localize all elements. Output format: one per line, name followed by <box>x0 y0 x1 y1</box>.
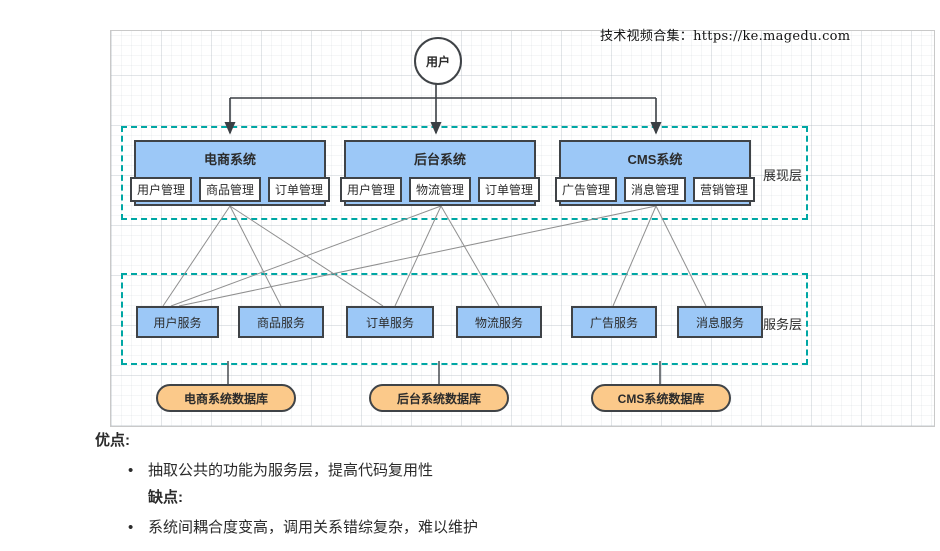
module-box: 用户管理 <box>129 177 192 202</box>
cons-item: • 系统间耦合度变高，调用关系错综复杂，难以维护 <box>128 517 940 539</box>
pros-item: • 抽取公共的功能为服务层，提高代码复用性 <box>128 460 940 482</box>
service-box-message: 消息服务 <box>677 306 763 338</box>
service-box-user: 用户服务 <box>136 306 219 338</box>
watermark-text: 技术视频合集：https://ke.magedu.com <box>600 29 851 44</box>
service-layer-frame <box>121 273 808 365</box>
service-box-product: 商品服务 <box>238 306 324 338</box>
architecture-diagram: 用户 展现层 电商系统 用户管理 商品管理 订单管理 后台系统 用户管理 物流管… <box>110 30 935 427</box>
system-box-backend: 后台系统 用户管理 物流管理 订单管理 <box>339 140 541 206</box>
presentation-layer-label: 展现层 <box>763 168 803 183</box>
pros-heading: 优点: <box>95 432 130 449</box>
system-service-lines <box>162 205 707 307</box>
database-cms: CMS系统数据库 <box>591 384 731 412</box>
service-box-ad: 广告服务 <box>571 306 657 338</box>
bullet-icon: • <box>128 519 134 536</box>
cons-heading: 缺点: <box>148 489 183 506</box>
system-title: 后台系统 <box>413 152 466 167</box>
system-title: CMS系统 <box>627 152 683 167</box>
module-box: 用户管理 <box>339 177 402 202</box>
bullet-icon: • <box>128 462 134 479</box>
module-box: 物流管理 <box>409 177 472 202</box>
service-box-order: 订单服务 <box>346 306 434 338</box>
system-box-cms: CMS系统 广告管理 消息管理 营销管理 <box>554 140 756 206</box>
pros-item-text: 抽取公共的功能为服务层，提高代码复用性 <box>148 462 434 479</box>
service-layer-label: 服务层 <box>763 317 803 332</box>
database-ecommerce: 电商系统数据库 <box>156 384 296 412</box>
user-node: 用户 <box>414 37 462 85</box>
layer-database-lines <box>227 361 661 384</box>
module-box: 商品管理 <box>199 177 262 202</box>
module-box: 订单管理 <box>268 177 331 202</box>
presentation-layer-frame <box>121 126 808 220</box>
database-backend: 后台系统数据库 <box>369 384 509 412</box>
module-box: 订单管理 <box>478 177 541 202</box>
cons-item-text: 系统间耦合度变高，调用关系错综复杂，难以维护 <box>148 519 479 536</box>
user-arrows <box>224 81 662 135</box>
connector-lines <box>162 81 707 384</box>
module-box: 营销管理 <box>693 177 756 202</box>
system-title: 电商系统 <box>203 152 256 167</box>
notes-section: 优点: • 抽取公共的功能为服务层，提高代码复用性 缺点: • 系统间耦合度变高… <box>0 430 940 539</box>
service-box-logistics: 物流服务 <box>456 306 542 338</box>
module-box: 广告管理 <box>554 177 617 202</box>
system-box-ecommerce: 电商系统 用户管理 商品管理 订单管理 <box>129 140 331 206</box>
module-box: 消息管理 <box>624 177 687 202</box>
